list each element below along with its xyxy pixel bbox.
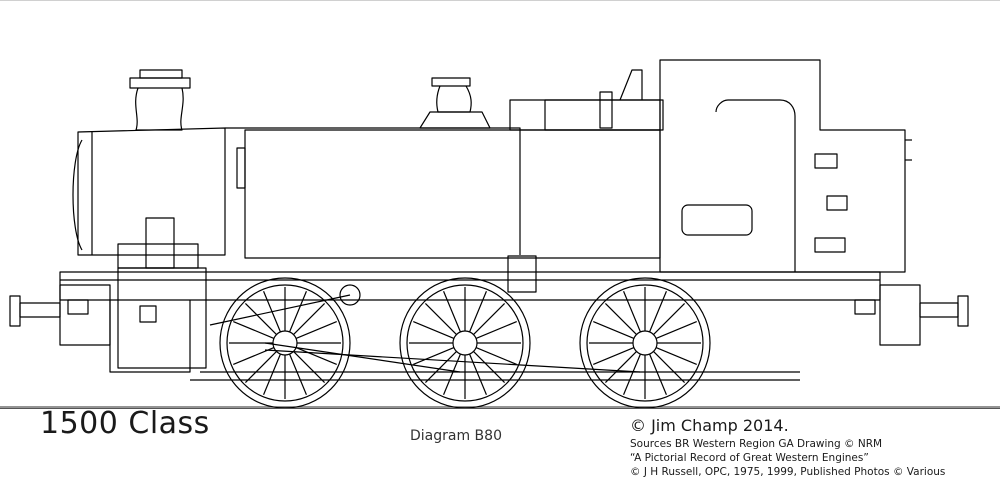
wheel-spoke <box>656 322 697 339</box>
cab <box>620 60 912 272</box>
wheel-spoke <box>650 354 667 395</box>
dome <box>420 78 612 128</box>
wheel-spoke <box>444 354 461 395</box>
wheel-spoke <box>290 354 307 395</box>
class-title: 1500 Class <box>40 406 210 441</box>
wheel-spoke <box>476 348 517 365</box>
wheel-spoke <box>593 348 634 365</box>
wheel-spoke <box>624 354 641 395</box>
wheel-spoke <box>233 348 274 365</box>
wheel-spokes <box>229 287 701 399</box>
wheel-spoke <box>470 291 487 332</box>
cylinder <box>118 218 206 368</box>
wheel-spoke <box>296 322 337 339</box>
wheel-spoke <box>605 303 636 334</box>
source-line-2: “A Pictorial Record of Great Western Eng… <box>630 452 869 464</box>
valve-gear <box>210 256 640 372</box>
pannier-tank <box>237 100 663 258</box>
source-line-3: © J H Russell, OPC, 1975, 1999, Publishe… <box>630 466 946 478</box>
wheel-spoke <box>413 348 454 365</box>
rear-buffers <box>855 285 968 345</box>
wheel-spoke <box>425 303 456 334</box>
source-line-1: Sources BR Western Region GA Drawing © N… <box>630 438 883 450</box>
running-plate <box>60 272 880 380</box>
front-buffers <box>10 285 110 345</box>
wheel-spoke <box>233 322 274 339</box>
wheel-spoke <box>264 354 281 395</box>
wheel-spoke <box>650 291 667 332</box>
wheel-spoke <box>425 351 456 382</box>
wheel-spoke <box>473 303 504 334</box>
wheel-spoke <box>653 351 684 382</box>
wheel-spoke <box>624 291 641 332</box>
wheel-spoke <box>293 303 324 334</box>
diagram-label: Diagram B80 <box>410 428 502 444</box>
wheel-spoke <box>413 322 454 339</box>
footer-rule <box>0 408 1000 409</box>
wheel-spoke <box>245 351 276 382</box>
wheel-spoke <box>264 291 281 332</box>
wheel-spoke <box>290 291 307 332</box>
boiler <box>73 100 660 255</box>
wheel-spoke <box>470 354 487 395</box>
wheel-spoke <box>653 303 684 334</box>
wheel-spoke <box>293 351 324 382</box>
top-frame-line <box>0 0 1000 1</box>
wheel-spoke <box>444 291 461 332</box>
wheel-spoke <box>605 351 636 382</box>
wheel-spoke <box>476 322 517 339</box>
credits-block: © Jim Champ 2014. Sources BR Western Reg… <box>630 416 995 479</box>
wheel-spoke <box>593 322 634 339</box>
copyright-line: © Jim Champ 2014. <box>630 416 789 435</box>
wheel-spoke <box>473 351 504 382</box>
locomotive-drawing <box>0 0 1000 410</box>
wheel-spoke <box>656 348 697 365</box>
chimney <box>130 70 190 130</box>
wheel-spoke <box>296 348 337 365</box>
wheel-spoke <box>245 303 276 334</box>
